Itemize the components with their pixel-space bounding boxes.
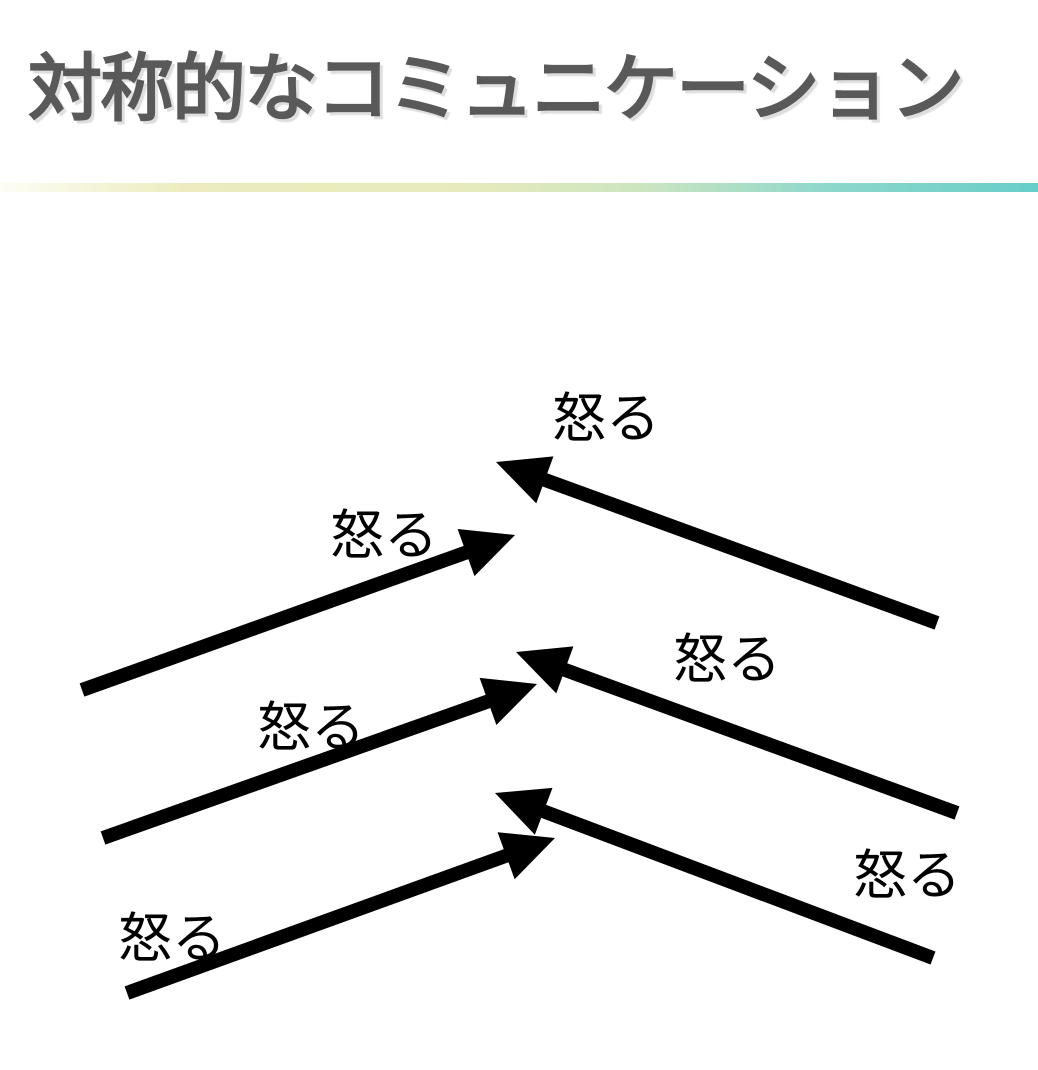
arrow-bottom-left [124, 832, 555, 1000]
arrow-top-left [79, 528, 515, 697]
arrow-middle-left [100, 677, 537, 845]
title-divider [0, 183, 1038, 192]
arrowhead-icon [496, 456, 554, 504]
arrowhead-icon [479, 677, 537, 725]
arrow-label-bottom-right: 怒る [853, 846, 961, 906]
arrow-shaft [79, 545, 471, 697]
arrowhead-icon [516, 646, 574, 694]
arrow-shaft [124, 848, 511, 1000]
arrow-shaft [100, 694, 493, 845]
arrow-shaft [560, 662, 960, 820]
arrow-shaft [539, 804, 936, 965]
arrow-label-middle-left: 怒る [257, 698, 365, 758]
slide-title: 対称的なコミュニケーション [28, 47, 965, 130]
arrow-label-top-right: 怒る [552, 389, 660, 449]
arrow-top-right [496, 456, 940, 630]
arrow-label-bottom-left: 怒る [118, 909, 226, 969]
arrowhead-icon [497, 832, 555, 880]
arrowhead-icon [457, 528, 515, 577]
arrow-label-top-left: 怒る [330, 506, 438, 566]
arrowhead-icon [495, 787, 553, 835]
arrow-label-middle-right: 怒る [673, 630, 781, 690]
arrow-bottom-right [495, 787, 936, 965]
arrow-middle-right [516, 646, 960, 820]
arrow-shaft [540, 472, 940, 630]
